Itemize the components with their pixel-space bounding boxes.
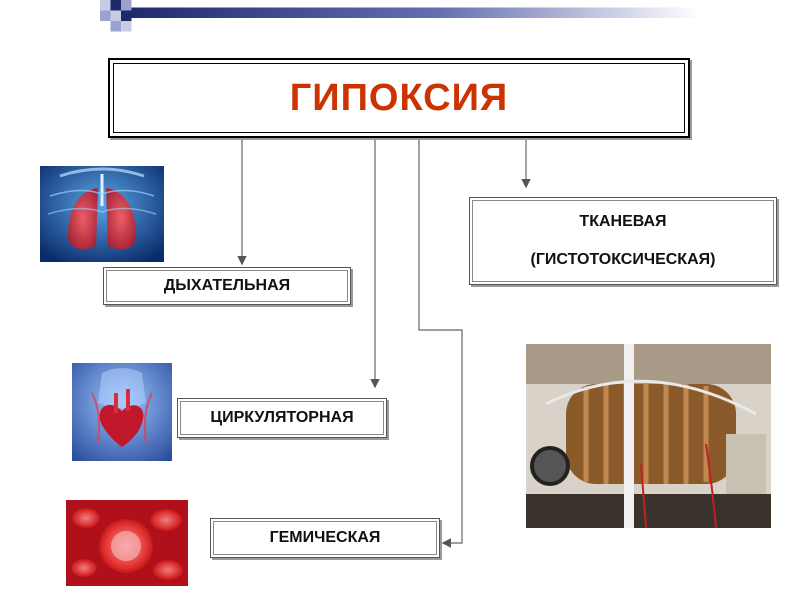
- node-circulatory-label: ЦИРКУЛЯТОРНАЯ: [210, 409, 354, 426]
- heart-image: [72, 363, 172, 461]
- node-tissue-sublabel: (ГИСТОТОКСИЧЕСКАЯ): [530, 251, 716, 268]
- node-circulatory: ЦИРКУЛЯТОРНАЯ: [177, 398, 387, 438]
- node-hemic-label: ГЕМИЧЕСКАЯ: [269, 529, 381, 546]
- lungs-image: [40, 166, 164, 262]
- lab-apparatus-image: [526, 344, 771, 528]
- node-hemic: ГЕМИЧЕСКАЯ: [210, 518, 440, 558]
- node-tissue: ТКАНЕВАЯ (ГИСТОТОКСИЧЕСКАЯ): [469, 197, 777, 285]
- node-respiratory-label: ДЫХАТЕЛЬНАЯ: [163, 277, 291, 294]
- node-respiratory: ДЫХАТЕЛЬНАЯ: [103, 267, 351, 305]
- header-gradient-bar: [100, 0, 700, 32]
- node-tissue-label: ТКАНЕВАЯ: [579, 213, 667, 230]
- title-box: ГИПОКСИЯ: [108, 58, 690, 138]
- diagram-title: ГИПОКСИЯ: [289, 76, 509, 119]
- blood-cells-image: [66, 500, 188, 586]
